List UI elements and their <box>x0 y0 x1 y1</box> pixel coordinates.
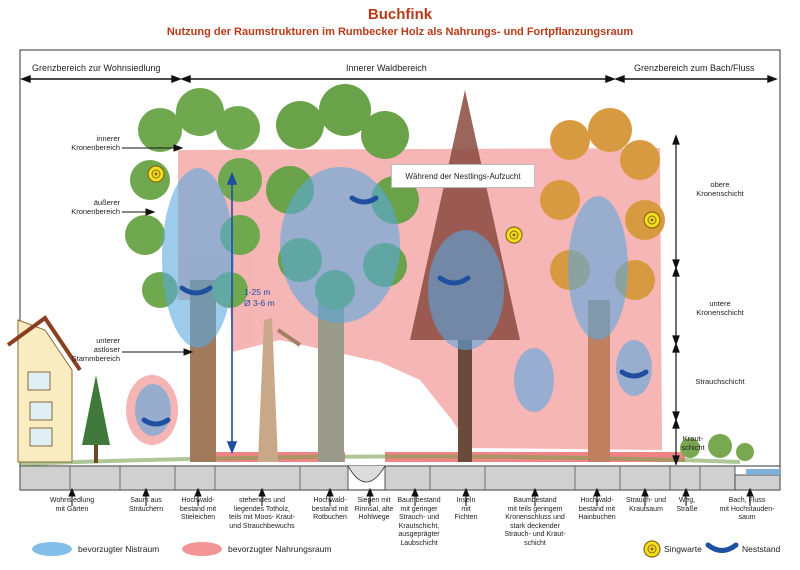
inner-crown-label: innerer Kronenbereich <box>71 134 120 152</box>
diameter-range: Ø 3-6 m <box>244 298 275 308</box>
dead-tree <box>258 318 302 462</box>
legend-nest-stand-label: Neststand <box>742 544 781 554</box>
trunk-label: unterer astloser Stammbereich <box>71 336 120 363</box>
height-range: 1-25 m <box>244 287 271 297</box>
nestling-note: Während der Nestlings-Aufzucht <box>391 164 535 188</box>
nest-zones <box>135 167 652 436</box>
category-label: Hochwald- bestand mit Rotbuchen <box>311 497 349 521</box>
zone-arrows <box>20 74 778 84</box>
lower-crown-layer-label: untere Kronenschicht <box>696 299 744 317</box>
legend-food-label: bevorzugter Nahrungsraum <box>228 544 332 554</box>
nest-stands <box>141 195 649 427</box>
herb-layer-label: Kraut- schicht <box>681 434 705 452</box>
category-label: Baumbestand mit teils geringem Kronensch… <box>504 497 566 547</box>
layer-arrows <box>672 134 680 466</box>
category-label: Weg, Straße <box>676 497 698 513</box>
category-label: Hochwald- bestand mit Hainbuchen <box>578 497 616 521</box>
small-conifer <box>82 375 110 463</box>
zone-middle-label: Innerer Waldbereich <box>346 63 427 73</box>
legend-nest-stand-icon <box>705 542 739 553</box>
right-shrub <box>680 434 754 461</box>
diagram-title: Buchfink <box>367 6 433 23</box>
height-arrow <box>226 171 238 455</box>
zone-left-label: Grenzbereich zur Wohnsiedlung <box>32 63 161 73</box>
category-arrows <box>68 487 754 506</box>
category-label: Strauch- und Krautsaum <box>625 497 667 513</box>
crown-pointers <box>122 144 194 356</box>
legend-food-swatch <box>182 542 222 556</box>
legend-nest-label: bevorzugter Nistraum <box>78 544 160 554</box>
outer-crown-label: äußerer Kronenbereich <box>71 198 120 216</box>
legend-nest-swatch <box>32 542 72 556</box>
diagram-subtitle: Nutzung der Raumstrukturen im Rumbecker … <box>166 26 634 38</box>
song-posts <box>147 165 661 244</box>
legend-song-icon <box>643 540 661 558</box>
legend-song-label: Singwarte <box>664 544 702 554</box>
shrub-layer-label: Strauchschicht <box>695 377 745 386</box>
category-label: Bach, Fluss mit Hochstauden- saum <box>719 497 775 521</box>
category-label: Wohnsiedlung mit Gärten <box>49 497 95 513</box>
category-label: Hochwald- bestand mit Stieleichen <box>179 497 217 521</box>
height-measure: 1-25 m Ø 3-6 m <box>244 287 275 309</box>
category-label: Saum aus Sträuchern <box>128 497 164 513</box>
category-label: Baumbestand mit geringer Strauch- und Kr… <box>397 497 441 547</box>
category-label: stehendes und liegendes Totholz, teils m… <box>228 497 296 530</box>
ground-strip <box>19 465 781 491</box>
upper-crown-layer-label: obere Kronenschicht <box>696 180 744 198</box>
zone-right-label: Grenzbereich zum Bach/Fluss <box>634 63 755 73</box>
house-illustration <box>6 315 82 463</box>
category-label: Inseln mit Fichten <box>454 497 478 521</box>
category-label: Siepen mit Rinnsal, alte Hohlwege <box>354 497 394 521</box>
